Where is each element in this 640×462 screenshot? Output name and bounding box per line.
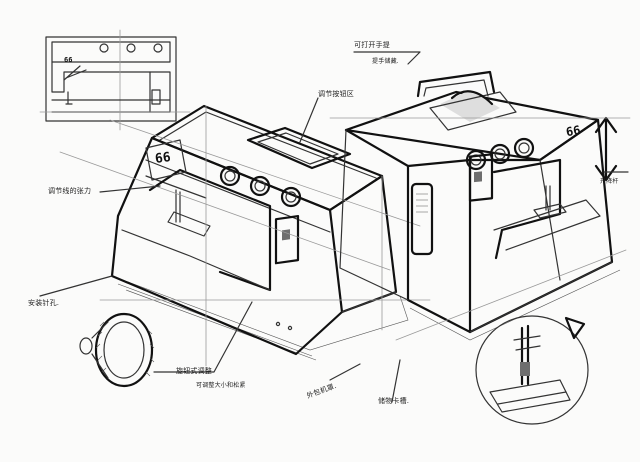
note-handle-storage: 提手储藏.: [372, 58, 399, 65]
note-slot: 储物卡槽.: [378, 397, 410, 405]
thumb-display-digits: 66: [64, 56, 73, 64]
front-display-digits: 66: [154, 149, 172, 168]
thumbnail-elevation: [39, 29, 191, 131]
lift-arrow-icon: [594, 116, 618, 182]
leader-lines: [39, 51, 629, 403]
front-dial-3-icon: [280, 186, 302, 208]
thumb-dial-2-icon: [126, 43, 136, 53]
note-handle: 可打开手提: [354, 41, 390, 49]
back-display-digits: 66: [564, 122, 582, 140]
front-machine: [59, 104, 431, 367]
note-needle: 安装针孔.: [28, 299, 60, 307]
note-lift: 升降杆: [600, 178, 619, 185]
back-dial-3-icon: [513, 137, 535, 159]
back-machine: [329, 70, 631, 341]
front-dial-1-icon: [219, 165, 241, 187]
note-display-area: 调节按钮区: [318, 90, 354, 98]
thumb-dial-1-icon: [99, 43, 109, 53]
thumb-dial-3-icon: [153, 43, 163, 53]
back-dial-1-icon: [465, 149, 487, 171]
note-knob: 旋钮式调整: [176, 367, 212, 375]
note-knob-sub: 可调整大小和松紧: [196, 382, 246, 389]
front-dial-2-icon: [249, 175, 271, 197]
knob-detail: [79, 312, 155, 388]
note-tension: 调节线的张力: [48, 187, 92, 195]
needle-detail: [475, 315, 589, 425]
